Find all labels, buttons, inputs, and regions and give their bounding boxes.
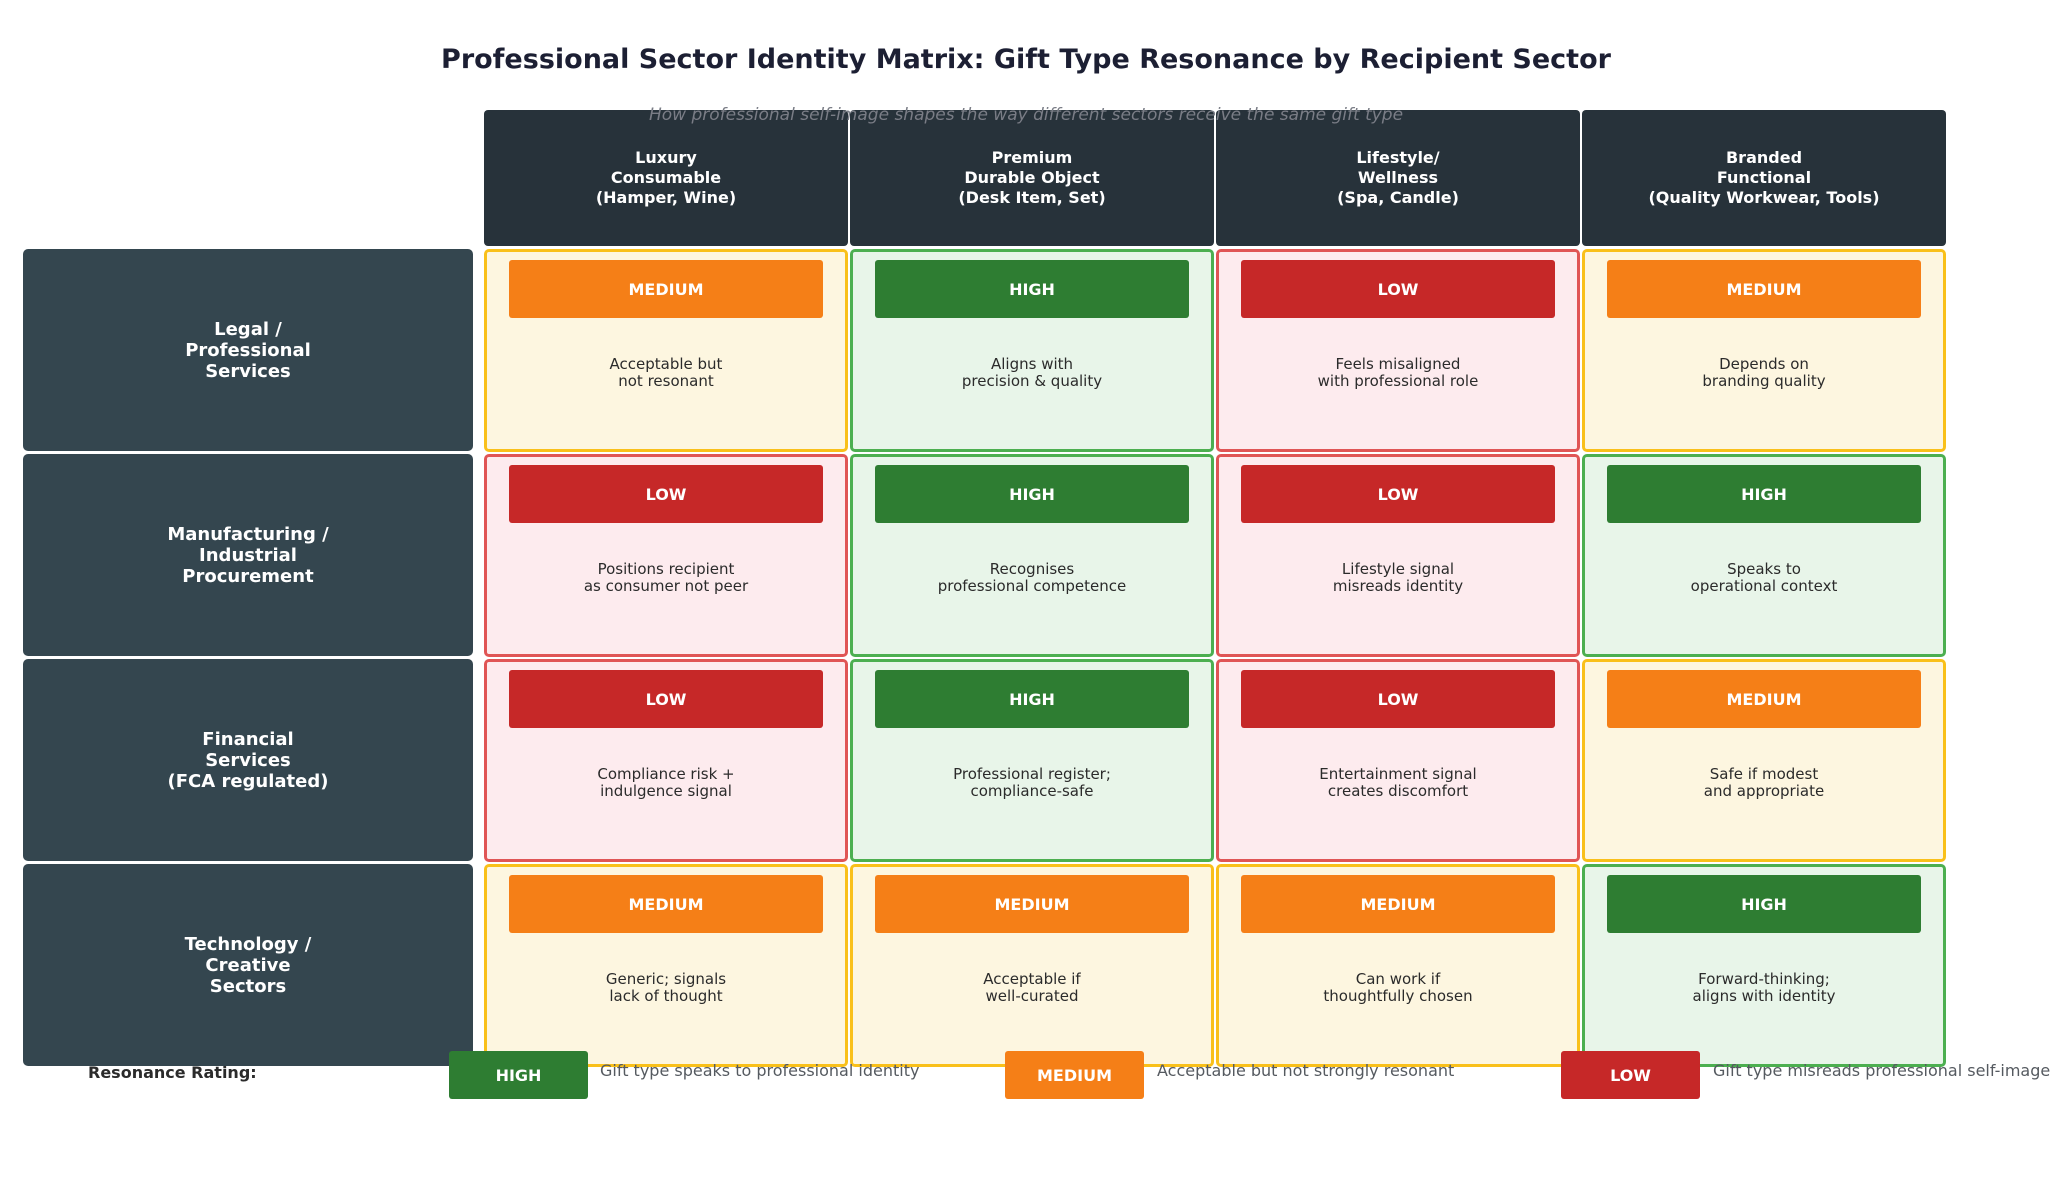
legend-badge-high: HIGH	[449, 1051, 588, 1099]
page-title: Professional Sector Identity Matrix: Gif…	[441, 44, 1611, 75]
rating-badge: MEDIUM	[1607, 670, 1921, 728]
cell-note: Acceptable but not resonant	[609, 355, 723, 390]
cell-note: Aligns with precision & quality	[961, 355, 1103, 390]
legend-text-low: Gift type misreads professional self-ima…	[1713, 1061, 2051, 1080]
matrix-cell: MEDIUM Can work if thoughtfully chosen	[1216, 864, 1580, 1067]
matrix-cell: MEDIUM Acceptable but not resonant	[484, 249, 848, 452]
cell-note: Feels misaligned with professional role	[1317, 355, 1479, 390]
row-header-3: Financial Services (FCA regulated)	[23, 659, 473, 861]
column-header-3: Lifestyle/ Wellness (Spa, Candle)	[1216, 110, 1580, 246]
cell-note: Entertainment signal creates discomfort	[1319, 765, 1477, 800]
matrix-cell: MEDIUM Acceptable if well-curated	[850, 864, 1214, 1067]
rating-badge: HIGH	[875, 260, 1189, 318]
rating-badge: HIGH	[875, 465, 1189, 523]
column-header-4: Branded Functional (Quality Workwear, To…	[1582, 110, 1946, 246]
cell-note: Lifestyle signal misreads identity	[1332, 560, 1464, 595]
cell-note: Can work if thoughtfully chosen	[1323, 970, 1473, 1005]
matrix-cell: MEDIUM Depends on branding quality	[1582, 249, 1946, 452]
cell-note: Recognises professional competence	[937, 560, 1127, 595]
legend-badge-medium: MEDIUM	[1005, 1051, 1144, 1099]
matrix-cell: HIGH Speaks to operational context	[1582, 454, 1946, 657]
matrix-cell: MEDIUM Safe if modest and appropriate	[1582, 659, 1946, 862]
cell-note: Positions recipient as consumer not peer	[583, 560, 749, 595]
page-subtitle: How professional self-image shapes the w…	[648, 105, 1404, 125]
matrix-cell: HIGH Recognises professional competence	[850, 454, 1214, 657]
row-header-4: Technology / Creative Sectors	[23, 864, 473, 1066]
rating-badge: MEDIUM	[1607, 260, 1921, 318]
rating-badge: LOW	[1241, 670, 1555, 728]
legend-text-medium: Acceptable but not strongly resonant	[1157, 1061, 1455, 1080]
matrix-cell: HIGH Aligns with precision & quality	[850, 249, 1214, 452]
rating-badge: LOW	[509, 670, 823, 728]
matrix-cell: LOW Lifestyle signal misreads identity	[1216, 454, 1580, 657]
matrix-cell: LOW Entertainment signal creates discomfo…	[1216, 659, 1580, 862]
cell-note: Generic; signals lack of thought	[605, 970, 727, 1005]
legend-badge-low: LOW	[1561, 1051, 1700, 1099]
cell-note: Depends on branding quality	[1702, 355, 1826, 390]
column-header-1: Luxury Consumable (Hamper, Wine)	[484, 110, 848, 246]
column-header-2: Premium Durable Object (Desk Item, Set)	[850, 110, 1214, 246]
cell-note: Speaks to operational context	[1690, 560, 1838, 595]
matrix-cell: MEDIUM Generic; signals lack of thought	[484, 864, 848, 1067]
rating-badge: MEDIUM	[875, 875, 1189, 933]
row-header-1: Legal / Professional Services	[23, 249, 473, 451]
cell-note: Professional register; compliance-safe	[953, 765, 1111, 800]
rating-badge: MEDIUM	[1241, 875, 1555, 933]
rating-badge: LOW	[1241, 465, 1555, 523]
legend-text-high: Gift type speaks to professional identit…	[600, 1061, 920, 1080]
cell-note: Forward-thinking; aligns with identity	[1692, 970, 1836, 1005]
rating-badge: LOW	[509, 465, 823, 523]
matrix-cell: HIGH Professional register; compliance-sa…	[850, 659, 1214, 862]
rating-badge: HIGH	[875, 670, 1189, 728]
matrix-cell: LOW Compliance risk + indulgence signal	[484, 659, 848, 862]
row-header-2: Manufacturing / Industrial Procurement	[23, 454, 473, 656]
matrix-cell: LOW Positions recipient as consumer not p…	[484, 454, 848, 657]
rating-badge: LOW	[1241, 260, 1555, 318]
cell-note: Compliance risk + indulgence signal	[597, 765, 735, 800]
rating-badge: HIGH	[1607, 875, 1921, 933]
rating-badge: MEDIUM	[509, 875, 823, 933]
cell-note: Acceptable if well-curated	[983, 970, 1081, 1005]
matrix-cell: HIGH Forward-thinking; aligns with identi…	[1582, 864, 1946, 1067]
matrix-cell: LOW Feels misaligned with professional ro…	[1216, 249, 1580, 452]
cell-note: Safe if modest and appropriate	[1703, 765, 1825, 800]
rating-badge: MEDIUM	[509, 260, 823, 318]
rating-badge: HIGH	[1607, 465, 1921, 523]
legend-title: Resonance Rating:	[88, 1063, 257, 1082]
